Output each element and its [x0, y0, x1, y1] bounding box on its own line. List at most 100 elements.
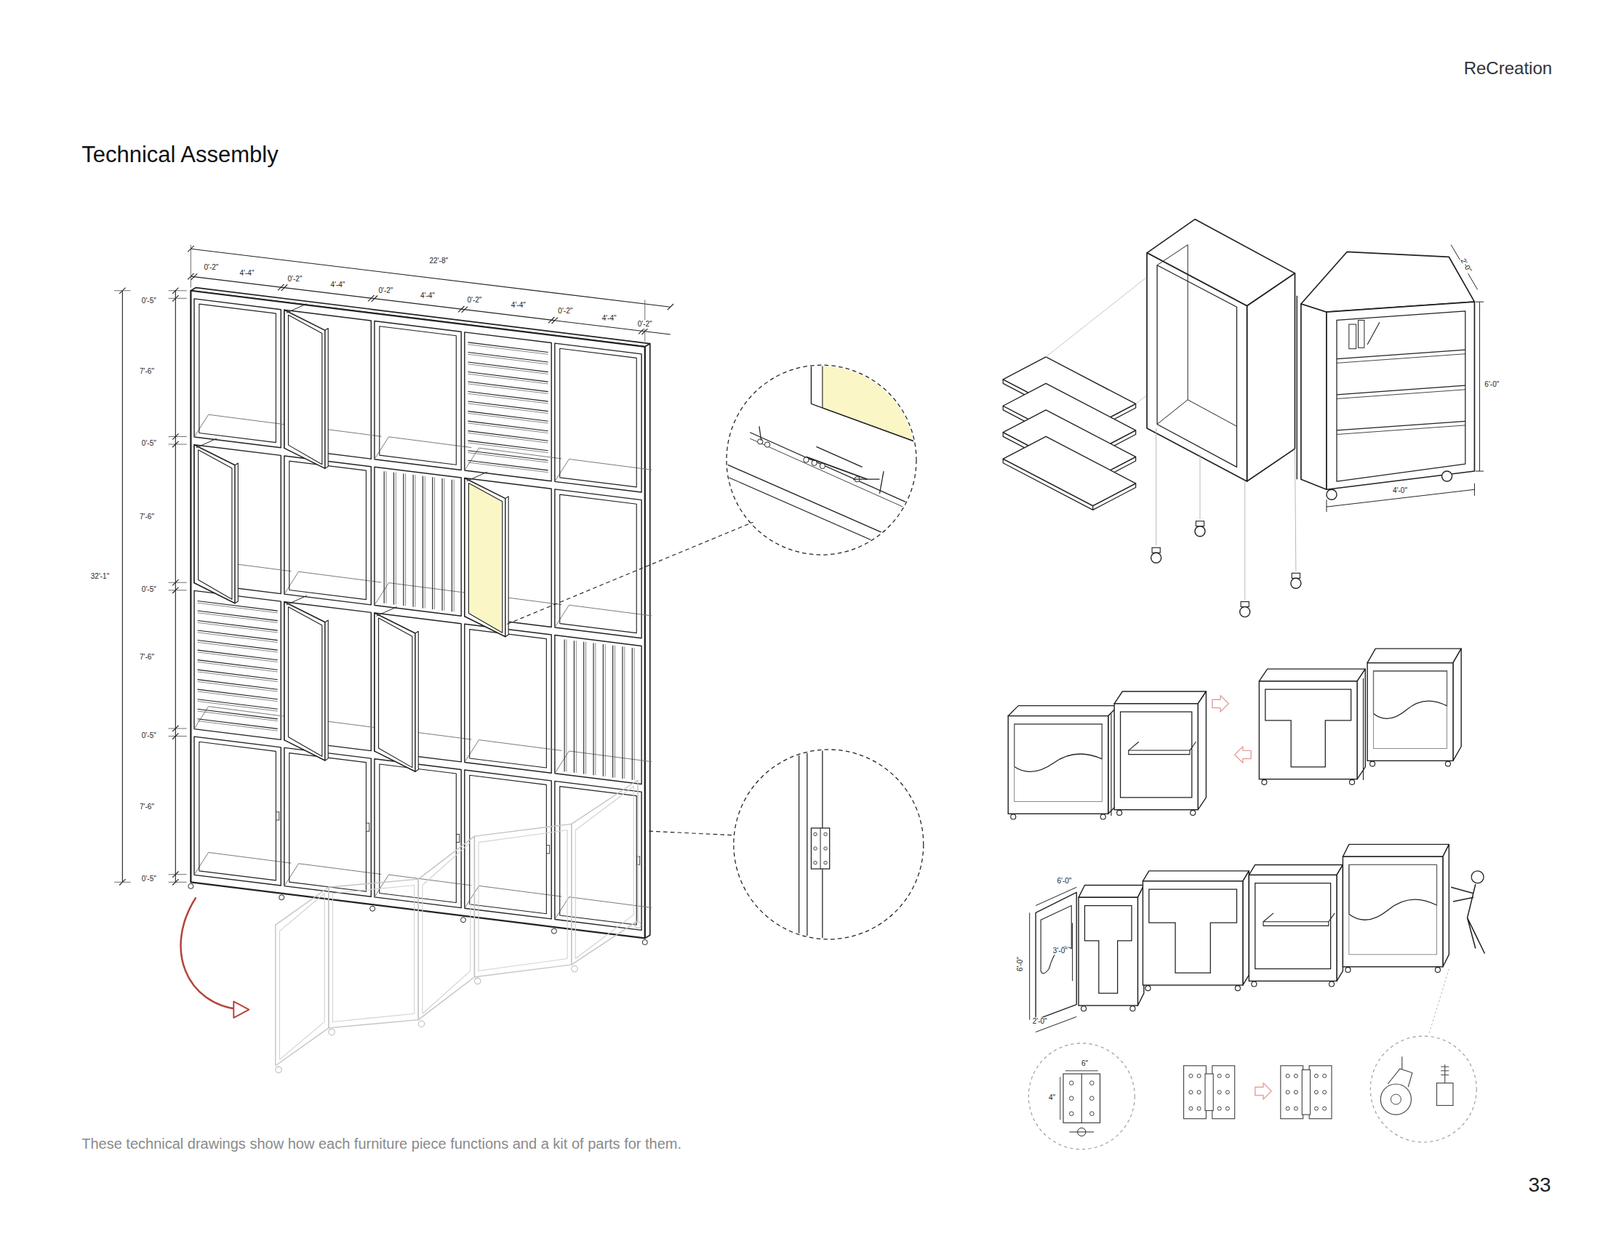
module-top	[1258, 669, 1366, 682]
dimension-line	[1059, 1077, 1061, 1120]
dimension-label: 6"	[1080, 1060, 1089, 1070]
module-front	[1078, 897, 1138, 1006]
shelf-edge	[298, 571, 382, 583]
extension-line	[114, 882, 131, 883]
person-figure	[1450, 871, 1485, 955]
module-front	[1342, 856, 1443, 967]
cell-opening	[194, 736, 281, 886]
louver	[467, 442, 548, 454]
slat	[402, 473, 404, 606]
screw	[764, 442, 770, 448]
slat	[605, 644, 606, 777]
move-arrow	[1255, 1083, 1272, 1100]
dimension-label: 22'-8"	[429, 256, 449, 266]
open-door	[194, 445, 235, 604]
dimension-line	[1035, 887, 1077, 906]
caster-wheel	[1290, 578, 1302, 589]
dimension-tick	[1475, 471, 1484, 472]
dimension-line	[1479, 301, 1480, 472]
glass-door	[199, 741, 277, 881]
slat	[393, 472, 395, 606]
dimension-label: 0'-5"	[141, 585, 158, 595]
louver	[467, 344, 548, 355]
caster	[1445, 761, 1451, 767]
carcass-side	[1247, 273, 1296, 482]
screw-hole	[824, 861, 827, 864]
module-front	[1248, 874, 1337, 982]
dimension-label: 32'-1"	[90, 572, 110, 582]
glass-door	[560, 494, 638, 633]
dimension-label: 7'-6"	[138, 367, 155, 376]
seat-cutout	[1149, 889, 1238, 974]
module-shelf	[1328, 913, 1335, 923]
caster	[1251, 981, 1257, 987]
module-inner	[1349, 864, 1438, 955]
slat	[422, 476, 424, 609]
module-side	[1357, 669, 1366, 779]
door-glass	[288, 314, 323, 464]
screw-hole	[1089, 1081, 1094, 1086]
dimension-label: 0'-2"	[287, 275, 304, 285]
screw-hole	[1225, 1074, 1230, 1078]
screw-hole	[1217, 1074, 1222, 1078]
screw	[811, 460, 817, 466]
dimension-tick	[172, 433, 179, 440]
slat	[634, 648, 635, 781]
cell-opening	[284, 747, 371, 897]
louver	[467, 381, 548, 392]
shelf	[1002, 436, 1136, 506]
door-stay	[376, 607, 398, 617]
caster	[370, 906, 376, 912]
module-side	[1197, 691, 1206, 811]
rail	[714, 458, 924, 551]
louver	[197, 642, 278, 653]
slat	[385, 471, 387, 604]
dimension-lines	[114, 245, 674, 886]
detail-stay-hinge	[714, 359, 924, 564]
extension-line	[190, 245, 192, 288]
ghost-caster	[474, 978, 480, 984]
louver	[467, 462, 548, 473]
louver	[197, 721, 278, 732]
door-frame	[822, 408, 924, 445]
shelf-edge	[298, 864, 382, 875]
screw	[803, 457, 809, 463]
caster	[1145, 986, 1151, 992]
hinge-pin	[820, 828, 822, 870]
module-shelf	[1263, 922, 1329, 927]
shelf-edge	[568, 458, 652, 470]
screw	[879, 471, 884, 494]
module-shelf	[1263, 913, 1274, 923]
louver	[197, 630, 278, 641]
rail	[749, 432, 924, 511]
caster	[1261, 779, 1267, 785]
dimension-tick	[172, 733, 179, 739]
move-arrow	[1234, 746, 1251, 763]
shelf-edge	[554, 751, 570, 774]
louver	[197, 699, 278, 710]
module-front	[1008, 716, 1109, 815]
module-shelf	[1128, 741, 1139, 751]
slat	[432, 477, 433, 610]
dimension-tick	[1475, 301, 1484, 303]
module-side	[1442, 844, 1449, 967]
extension-line	[168, 582, 187, 584]
open-door	[464, 478, 506, 638]
door-edge	[415, 631, 419, 772]
shelf-edge	[478, 740, 562, 752]
module-top	[1078, 885, 1144, 898]
door-edge	[325, 328, 328, 470]
cell-opening	[374, 321, 462, 471]
caster	[1345, 967, 1351, 973]
louver	[467, 364, 548, 375]
ghost-door	[328, 879, 419, 1029]
shelving-wall	[188, 288, 652, 946]
ghost-door-glass	[478, 830, 568, 972]
dimension-line	[1072, 922, 1073, 982]
caster	[1010, 814, 1016, 820]
caster-hub	[1390, 1094, 1401, 1105]
door-stay	[196, 438, 217, 448]
shelf-edge	[389, 437, 472, 448]
dimension-label: 6'-0"	[1016, 956, 1025, 973]
